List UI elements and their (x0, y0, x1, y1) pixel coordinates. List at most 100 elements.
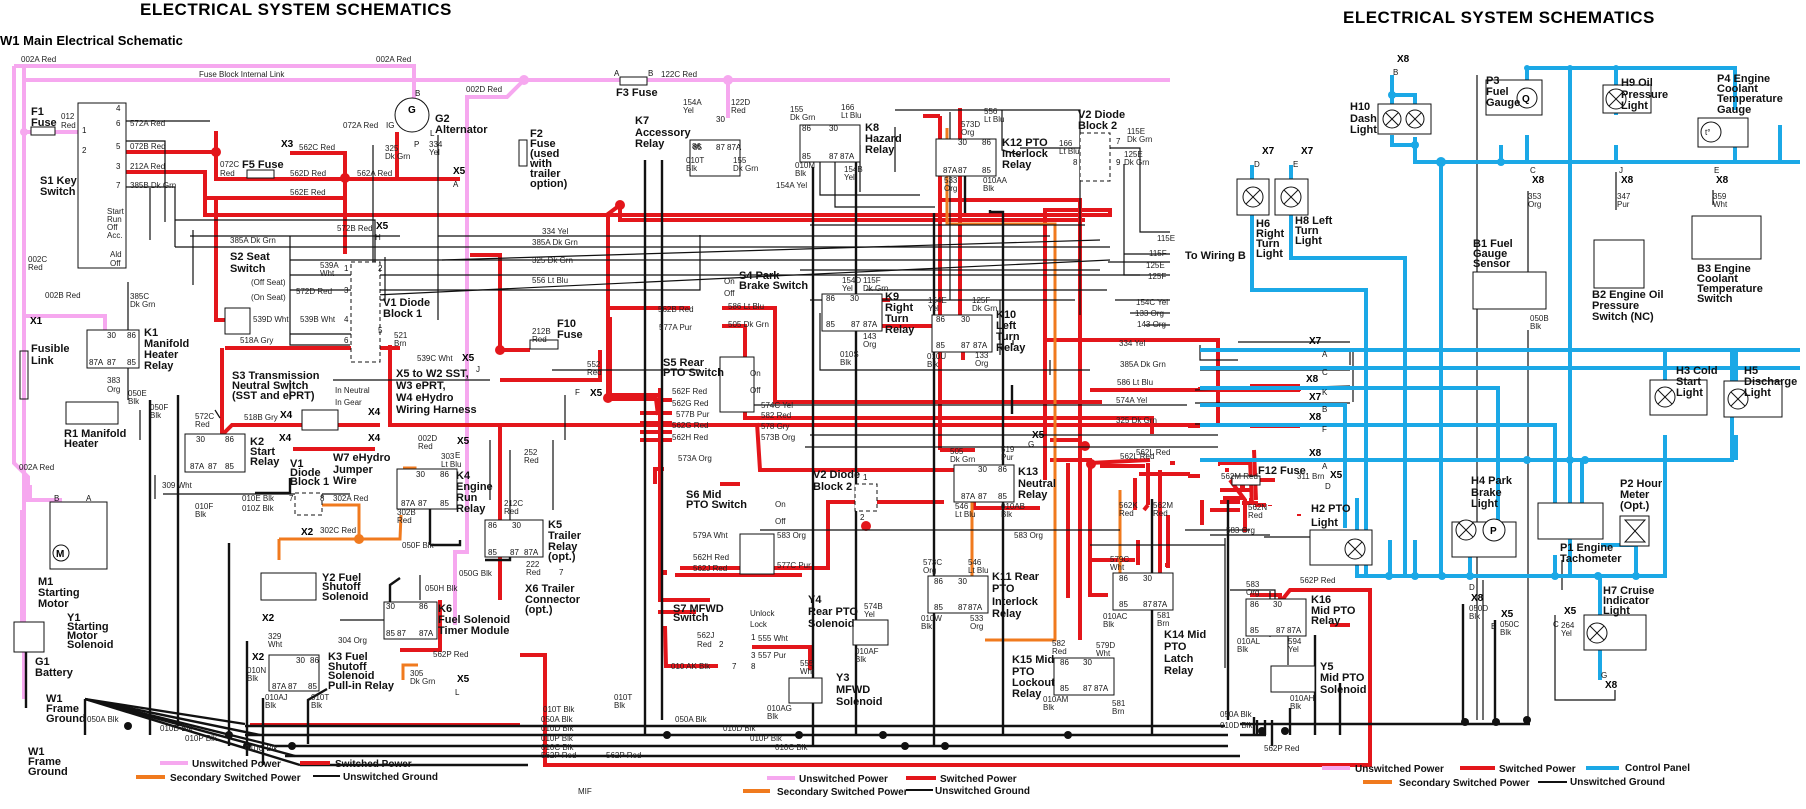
svg-text:86: 86 (936, 315, 945, 324)
svg-text:87A: 87A (524, 548, 539, 557)
motor-icon: M (52, 544, 70, 562)
svg-text:t°: t° (1705, 128, 1710, 137)
svg-text:002D Red: 002D Red (466, 85, 502, 94)
svg-text:87A: 87A (190, 462, 205, 471)
svg-text:P: P (414, 140, 419, 149)
svg-text:562G Red: 562G Red (672, 421, 708, 430)
f5-fuse-body (246, 169, 275, 179)
svg-text:572B Red: 572B Red (337, 224, 373, 233)
svg-text:K: K (1322, 388, 1328, 397)
s5-switch-body (719, 356, 755, 413)
svg-text:583 Org: 583 Org (1226, 526, 1255, 535)
svg-text:85: 85 (386, 629, 395, 638)
k12-relay-body (935, 138, 997, 177)
svg-text:87: 87 (288, 682, 297, 691)
svg-text:573A Org: 573A Org (678, 454, 712, 463)
svg-text:30: 30 (1273, 600, 1282, 609)
svg-text:P: P (1490, 526, 1497, 537)
k14-relay-body (1112, 572, 1174, 611)
signal-wires (80, 75, 1714, 720)
svg-text:556 Lt Blu: 556 Lt Blu (532, 276, 568, 285)
svg-text:30: 30 (958, 138, 967, 147)
svg-text:B: B (648, 69, 653, 78)
svg-text:154A Yel: 154A Yel (776, 181, 807, 190)
svg-text:010C Blk: 010C Blk (775, 743, 808, 752)
svg-text:Fuse Block Internal Link: Fuse Block Internal Link (199, 70, 285, 79)
svg-text:87A: 87A (973, 341, 988, 350)
svg-text:85: 85 (693, 143, 702, 152)
f10-fuse-body (529, 339, 559, 350)
footer-mark: MIF (578, 787, 592, 796)
svg-text:87: 87 (958, 603, 967, 612)
svg-text:C: C (1322, 368, 1328, 377)
svg-text:30: 30 (1143, 574, 1152, 583)
f1-fuse-body (30, 126, 56, 136)
svg-text:050H Blk: 050H Blk (425, 584, 458, 593)
svg-text:X5: X5 (376, 221, 389, 232)
svg-text:85: 85 (1250, 626, 1259, 635)
svg-text:002A Red: 002A Red (19, 463, 54, 472)
svg-text:X2: X2 (301, 527, 314, 538)
svg-text:85: 85 (488, 548, 497, 557)
svg-text:518B Gry: 518B Gry (244, 413, 278, 422)
svg-text:7: 7 (732, 662, 737, 671)
y4-solenoid-body (852, 619, 889, 646)
fuel-gauge-icon: Q (1516, 87, 1538, 109)
relay-pin-labels: 30 86 87A 87 85 30 86 87A 87 85 30 86 87… (54, 69, 1302, 693)
svg-text:562B Red: 562B Red (658, 305, 694, 314)
svg-text:J: J (476, 365, 480, 374)
svg-text:30: 30 (512, 521, 521, 530)
svg-text:D: D (1254, 160, 1260, 169)
svg-text:7: 7 (559, 568, 564, 577)
svg-text:X4: X4 (368, 407, 381, 418)
svg-text:3: 3 (751, 651, 756, 660)
svg-text:325 Dk Grn: 325 Dk Grn (1116, 416, 1157, 425)
svg-text:X8: X8 (1621, 175, 1634, 186)
svg-text:010D Blk: 010D Blk (160, 724, 193, 733)
lamp-icon (1586, 622, 1608, 644)
svg-text:A: A (1322, 350, 1328, 359)
svg-text:C: C (1530, 166, 1536, 175)
legend-unswitched-power: Unswitched Power (192, 759, 281, 770)
svg-text:86: 86 (998, 465, 1007, 474)
hour-meter-icon (1623, 519, 1647, 543)
svg-text:562P Red: 562P Red (1300, 576, 1335, 585)
svg-text:87A: 87A (968, 603, 983, 612)
svg-text:2: 2 (719, 640, 724, 649)
svg-text:577C Pur: 577C Pur (777, 561, 811, 570)
